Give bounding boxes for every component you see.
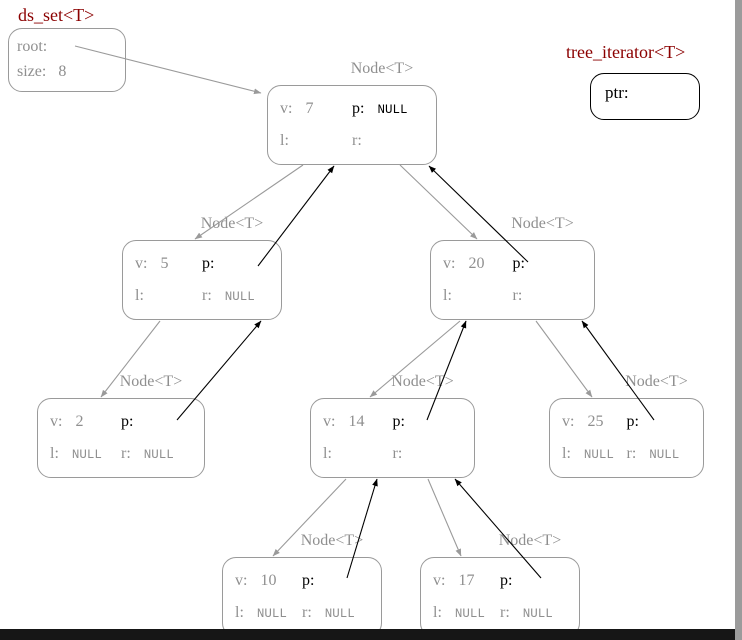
r-label: r: <box>500 604 510 621</box>
tree-node-25: Node<T> v: 25 p: l: NULL r: NULL <box>549 373 704 478</box>
tree-node-2: Node<T> v: 2 p: l: NULL r: NULL <box>37 373 205 478</box>
right-edge-strip <box>735 0 742 640</box>
l-value: NULL <box>454 607 485 621</box>
tree-node-20: Node<T> v: 20 p: l: r: <box>430 215 595 320</box>
l-label: l: <box>235 604 244 621</box>
root-label: root: <box>17 38 48 55</box>
node-box: v: 20 p: l: r: <box>430 240 595 320</box>
p-label: p: <box>302 572 315 589</box>
r-label: r: <box>121 445 131 462</box>
node-box: v: 7 p: NULL l: r: <box>267 85 437 165</box>
tree-node-10: Node<T> v: 10 p: l: NULL r: NULL <box>222 532 382 637</box>
r-label: r: <box>392 445 403 462</box>
l-label: l: <box>562 445 571 462</box>
node-type-label: Node<T> <box>119 373 183 390</box>
p-label: p: <box>512 255 525 272</box>
v-label: v: <box>235 572 248 589</box>
l-value: NULL <box>71 448 102 462</box>
tree-node-14: Node<T> v: 14 p: l: r: <box>310 373 475 478</box>
l-label: l: <box>280 132 289 149</box>
l-label: l: <box>323 445 332 462</box>
size-label: size: <box>17 63 47 80</box>
node-box: v: 17 p: l: NULL r: NULL <box>420 557 580 637</box>
v-value: 14 <box>348 413 365 430</box>
node-box: v: 2 p: l: NULL r: NULL <box>37 398 205 478</box>
v-value: 10 <box>260 572 277 589</box>
size-value: 8 <box>58 63 67 80</box>
r-value: NULL <box>143 448 174 462</box>
r-value: NULL <box>224 290 255 304</box>
node-box: v: 25 p: l: NULL r: NULL <box>549 398 704 478</box>
r-label: r: <box>302 604 312 621</box>
v-value: 17 <box>458 572 475 589</box>
r-label: r: <box>352 132 362 149</box>
l-value: NULL <box>583 448 614 462</box>
v-value: 20 <box>468 255 485 272</box>
node-type-label: Node<T> <box>498 532 562 549</box>
p-label: p: <box>121 413 134 430</box>
ds-set-title: ds_set<T> <box>18 5 95 25</box>
r-value: NULL <box>649 448 680 462</box>
p-label: p: <box>500 572 513 589</box>
l-label: l: <box>135 287 144 304</box>
v-label: v: <box>433 572 446 589</box>
l-label: l: <box>443 287 452 304</box>
v-label: v: <box>280 100 293 117</box>
tree-node-5: Node<T> v: 5 p: l: r: NULL <box>122 215 282 320</box>
node-type-label: Node<T> <box>350 60 414 77</box>
v-value: 2 <box>75 413 84 430</box>
r-value: NULL <box>522 607 553 621</box>
v-label: v: <box>443 255 456 272</box>
node-box: v: 5 p: l: r: NULL <box>122 240 282 320</box>
ds-set-box: root: size: 8 <box>8 28 126 92</box>
node-type-label: Node<T> <box>200 215 264 232</box>
node-box: v: 10 p: l: NULL r: NULL <box>222 557 382 637</box>
root-field: root: <box>17 34 117 59</box>
v-value: 5 <box>160 255 169 272</box>
ptr-label: ptr: <box>605 83 629 102</box>
p-label: p: <box>202 255 215 272</box>
tree-node-7: Node<T> v: 7 p: NULL l: r: <box>267 60 437 165</box>
tree-iterator-box: ptr: <box>590 73 700 120</box>
r-label: r: <box>202 287 212 304</box>
node-type-label: Node<T> <box>300 532 364 549</box>
v-value: 25 <box>587 413 604 430</box>
l-label: l: <box>433 604 442 621</box>
p-label: p: <box>392 413 405 430</box>
r-value: NULL <box>324 607 355 621</box>
p-label: p: <box>626 413 639 430</box>
v-label: v: <box>562 413 575 430</box>
tree-iterator-title: tree_iterator<T> <box>566 42 686 62</box>
v-label: v: <box>135 255 148 272</box>
l-value: NULL <box>256 607 287 621</box>
v-value: 7 <box>305 100 314 117</box>
tree-node-17: Node<T> v: 17 p: l: NULL r: NULL <box>420 532 580 637</box>
node-type-label: Node<T> <box>511 215 574 232</box>
v-label: v: <box>50 413 63 430</box>
node-type-label: Node<T> <box>625 373 688 390</box>
r-label: r: <box>512 287 523 304</box>
p-value: NULL <box>377 103 408 117</box>
node-box: v: 14 p: l: r: <box>310 398 475 478</box>
v-label: v: <box>323 413 336 430</box>
r-label: r: <box>626 445 637 462</box>
bottom-window-bar <box>0 629 742 640</box>
p-label: p: <box>352 100 365 117</box>
node-type-label: Node<T> <box>391 373 454 390</box>
l-label: l: <box>50 445 59 462</box>
size-field: size: 8 <box>17 59 117 84</box>
